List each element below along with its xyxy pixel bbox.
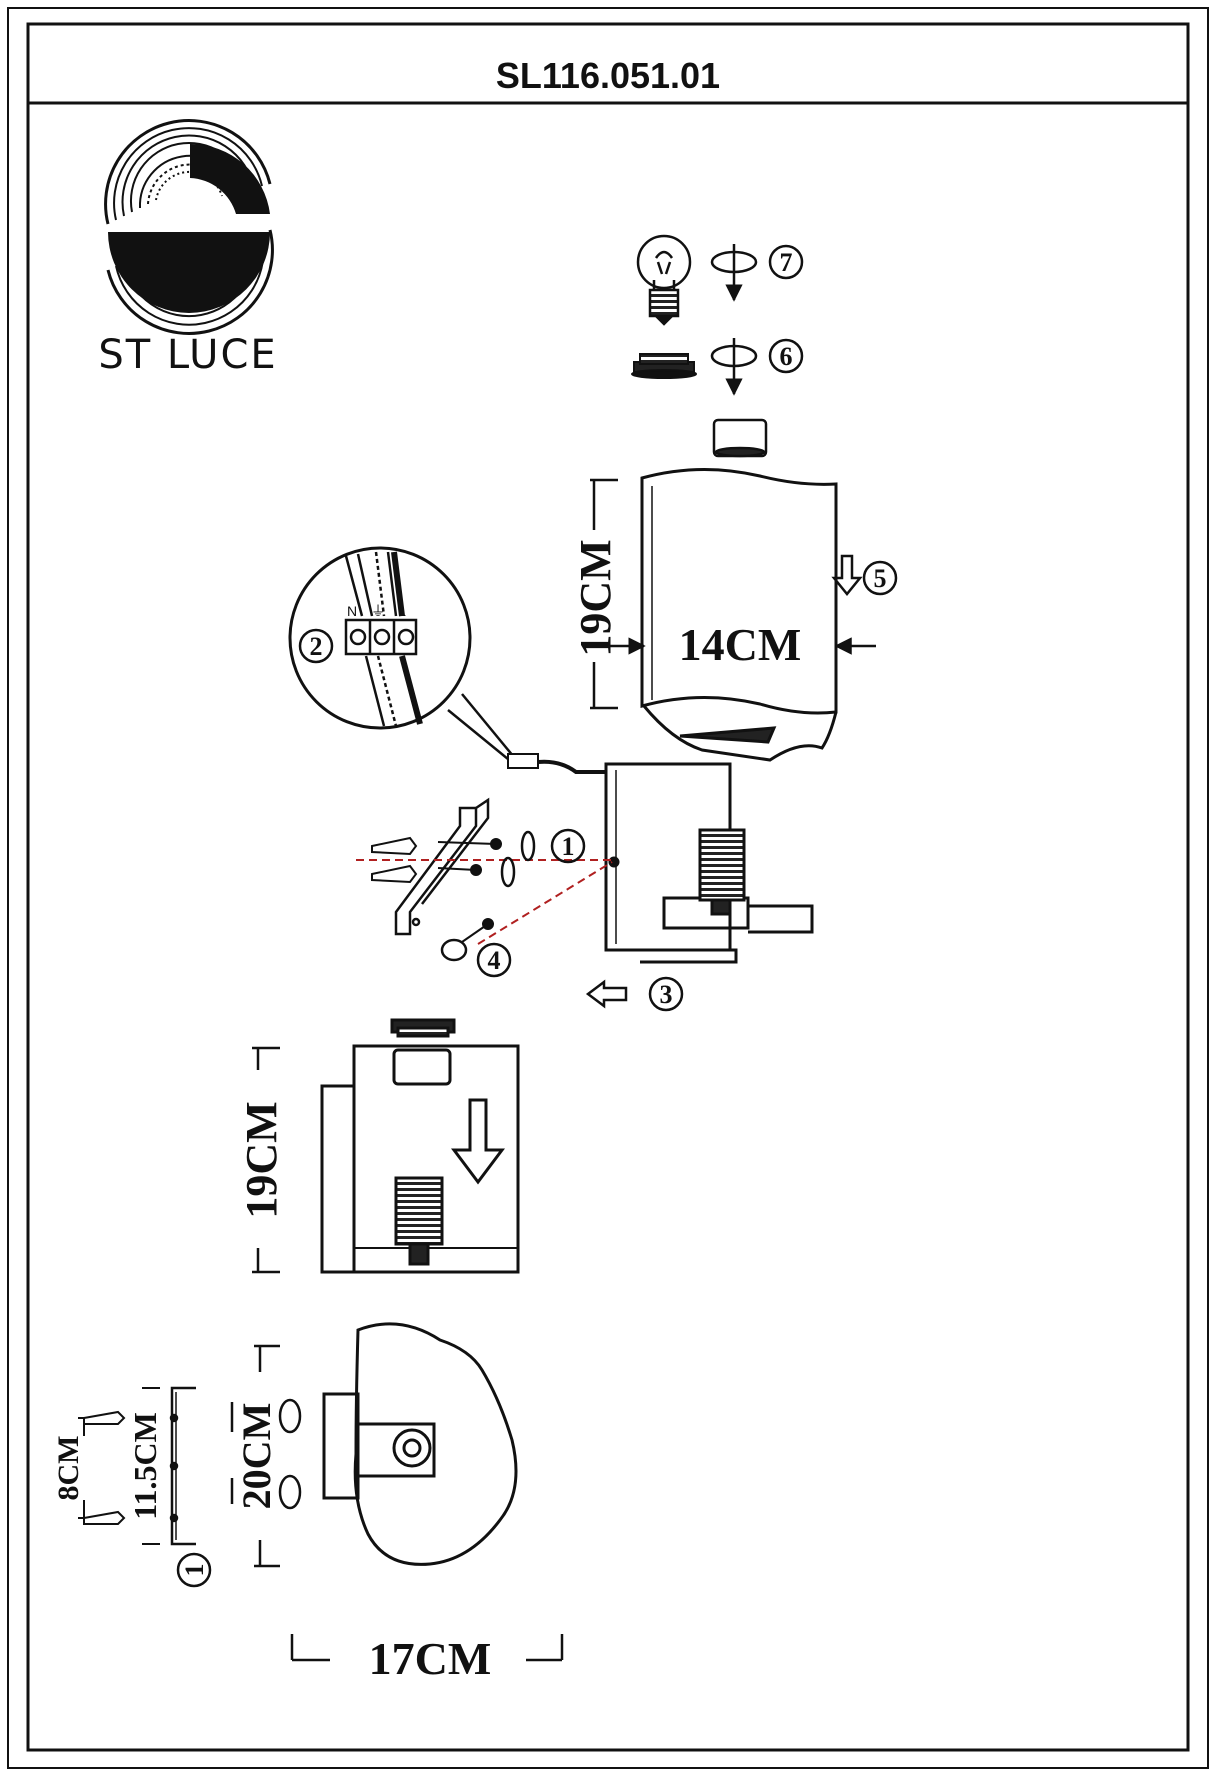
logo-solid-upper-icon: [190, 143, 270, 214]
wall-anchor-icon: [371, 836, 418, 884]
wall-anchor-icon: [83, 1410, 126, 1525]
page-frame: [7, 7, 1209, 1769]
bracket-inner-label: 8CM: [52, 1436, 85, 1501]
bracket-outer-dimension: [142, 1387, 160, 1545]
step-3-circle: [648, 976, 684, 1012]
down-arrow-icon: [831, 554, 863, 596]
brand-logo: ST LUCE: [98, 119, 277, 378]
left-arrow-icon: [585, 979, 628, 1009]
step-1-circle: [176, 1552, 212, 1588]
side-view-drawing: [320, 1018, 520, 1274]
back-height-dimension: [254, 1344, 280, 1568]
terminal-block-icon: [507, 753, 606, 774]
model-title: SL116.051.01: [496, 55, 720, 96]
step-5-circle: [862, 560, 898, 596]
wire-neutral-label: N: [347, 603, 357, 619]
screw-icon: [437, 838, 502, 876]
step-4-number: 4: [488, 946, 501, 975]
ring-nut-icon: [631, 353, 697, 379]
wire-earth-label: ⏚: [371, 603, 385, 619]
drill-guide-line: [477, 861, 613, 945]
step-1-number: 1: [562, 832, 575, 861]
step-6-number: 6: [780, 342, 793, 371]
shade-drawing: [640, 467, 838, 762]
bracket-side-drawing: [169, 1386, 196, 1546]
step-3-number: 3: [660, 980, 673, 1009]
wire-live-label: L: [398, 603, 406, 619]
bulb-icon: [636, 234, 692, 326]
step-7-number: 7: [780, 248, 793, 277]
rotate-arrow-icon: [440, 830, 536, 962]
step-4-circle: [476, 942, 512, 978]
shade-height-dimension: [590, 478, 618, 710]
total-width-label: 17CM: [369, 1633, 492, 1684]
back-height-label: 20CM: [234, 1403, 279, 1510]
wall-plate-drawing: [604, 762, 814, 964]
shade-height-label: 19CM: [571, 539, 620, 656]
step-2-circle: [298, 628, 334, 664]
step-1-number: 1: [180, 1564, 209, 1577]
step-1-circle: [550, 828, 586, 864]
mounting-screw-icon: [230, 1398, 302, 1510]
front-view-drawing: [322, 1322, 518, 1566]
step-5-number: 5: [874, 564, 887, 593]
bracket-inner-dimension: [78, 1417, 85, 1519]
step-7-circle: [768, 244, 804, 280]
shade-width-label: 14CM: [679, 619, 802, 670]
logo-solid-lower-icon: [108, 232, 270, 313]
body-height-label: 19CM: [237, 1101, 286, 1218]
step-2-number: 2: [310, 632, 323, 661]
wiring-detail: N ⏚ L: [288, 546, 519, 765]
rotate-arrow-icon: [710, 338, 758, 396]
bracket-outer-label: 11.5CM: [127, 1412, 163, 1520]
body-height-dimension: [252, 1046, 280, 1274]
socket-sleeve-icon: [712, 418, 768, 458]
step-6-circle: [768, 338, 804, 374]
total-width-dimension: [290, 1634, 564, 1662]
brand-name: ST LUCE: [98, 332, 277, 378]
rotate-arrow-icon: [710, 244, 758, 302]
screw-icon: [461, 918, 494, 943]
